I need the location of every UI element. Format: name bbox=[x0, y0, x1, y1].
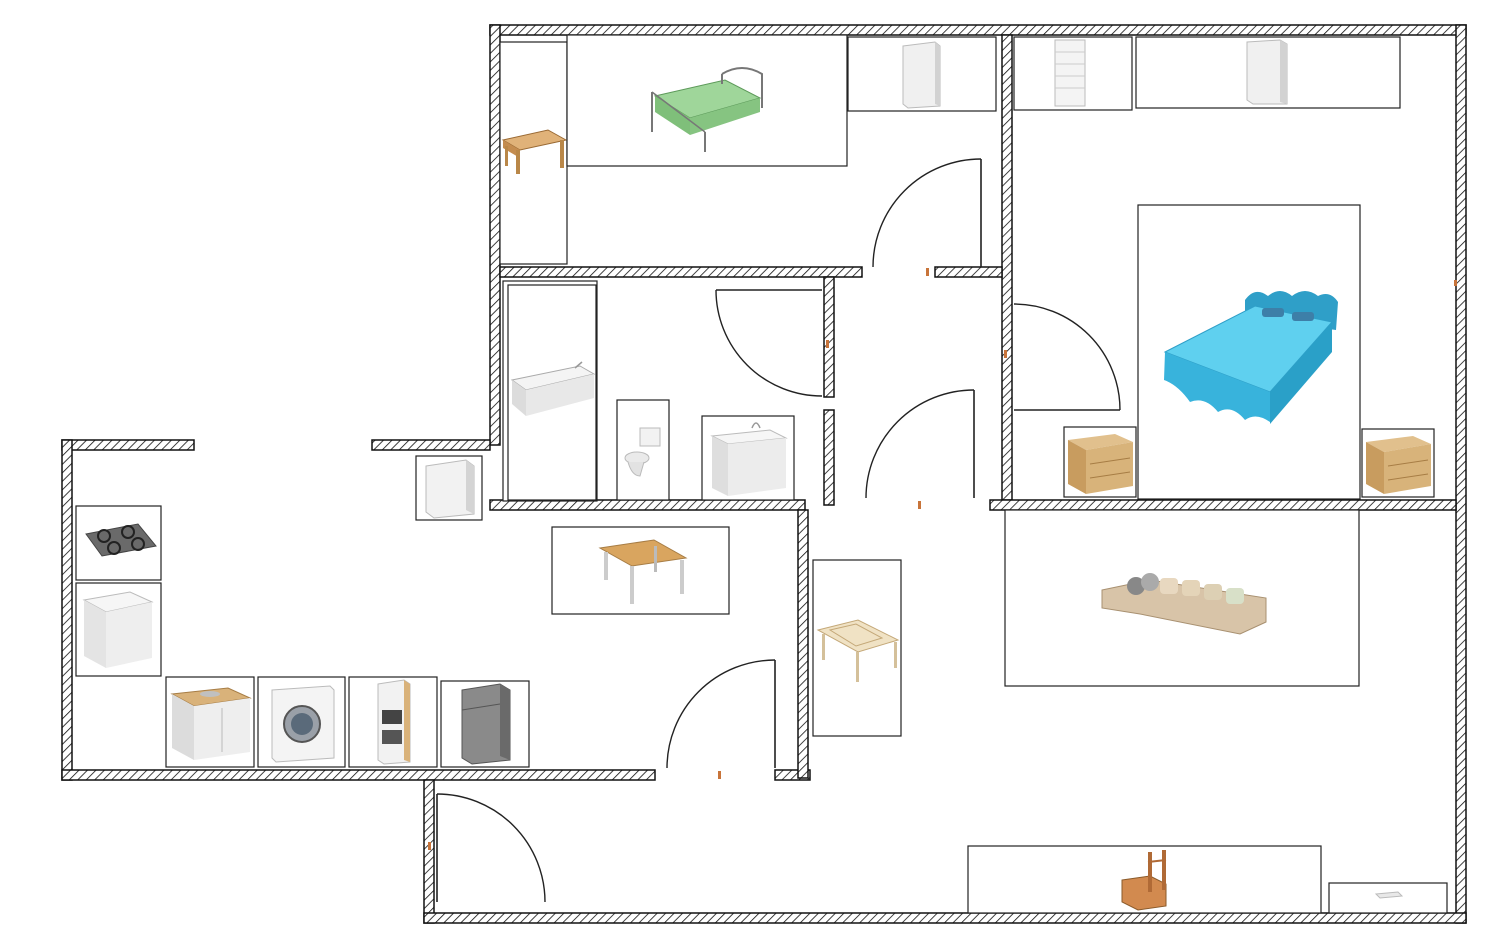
wall-master-bottom bbox=[989, 499, 1457, 511]
wall-bedroom-bottom-right bbox=[934, 266, 1003, 278]
door-handle bbox=[826, 340, 829, 348]
nightstand-icon bbox=[1068, 434, 1133, 494]
wall-kitchen-left bbox=[61, 439, 73, 781]
bedroom-master bbox=[1013, 36, 1435, 500]
wardrobe-icon bbox=[1246, 39, 1288, 105]
wall-bath-closet-upper bbox=[823, 276, 835, 398]
door-handle bbox=[1004, 350, 1007, 358]
shoe-rack-area bbox=[1328, 882, 1448, 914]
door-bathroom-swing bbox=[715, 289, 823, 397]
wall-kitchen-bottom bbox=[61, 769, 656, 781]
sink-cabinet-icon bbox=[170, 687, 252, 760]
door-handle bbox=[918, 501, 921, 509]
desk-area bbox=[499, 41, 568, 265]
bookshelf-icon bbox=[1054, 39, 1086, 107]
door-master-swing bbox=[1013, 303, 1121, 411]
wall-bottom bbox=[423, 912, 1467, 924]
wall-right bbox=[1455, 24, 1467, 924]
stove-top-icon bbox=[85, 523, 157, 557]
walls bbox=[61, 24, 1467, 924]
living-room bbox=[812, 509, 1448, 914]
wall-upper-left bbox=[489, 24, 501, 446]
wall-entrance-left bbox=[423, 779, 435, 924]
door-handle bbox=[428, 842, 431, 850]
wardrobe-icon bbox=[902, 41, 941, 109]
dishwasher-icon bbox=[82, 591, 154, 668]
wall-kitchen-bottom-right bbox=[774, 769, 811, 781]
toilet-icon bbox=[624, 427, 661, 477]
single-bed-icon bbox=[651, 67, 763, 152]
door-kitchen-swing bbox=[666, 659, 776, 769]
door-handle bbox=[718, 771, 721, 779]
fridge-icon bbox=[461, 683, 511, 765]
wall-kitchen-top-right bbox=[371, 439, 491, 451]
bathroom bbox=[502, 280, 795, 502]
kitchen bbox=[75, 455, 730, 768]
doors bbox=[428, 158, 1457, 903]
bedroom-small bbox=[499, 34, 997, 265]
corner-sofa-icon bbox=[1101, 573, 1267, 635]
double-bed-icon bbox=[1163, 291, 1338, 424]
wall-kitchen-right bbox=[797, 509, 809, 779]
wall-bath-closet-lower bbox=[823, 409, 835, 506]
dining-table-icon bbox=[598, 539, 688, 604]
toilet-area bbox=[616, 399, 670, 501]
window-marker bbox=[1454, 280, 1457, 286]
wall-kitchen-top-left bbox=[61, 439, 195, 451]
washing-machine-icon bbox=[271, 685, 335, 763]
door-handle bbox=[926, 268, 929, 276]
door-entrance-swing bbox=[436, 793, 546, 903]
nightstand-icon bbox=[1366, 436, 1431, 494]
door-closet-swing bbox=[865, 389, 975, 499]
oven-column-icon bbox=[377, 679, 411, 765]
door-bedroom-swing bbox=[872, 158, 982, 268]
wall-partition-vertical bbox=[1001, 34, 1013, 501]
desk-icon bbox=[501, 129, 568, 174]
dining-table-area bbox=[551, 526, 730, 615]
shoe-rack-icon bbox=[1374, 891, 1404, 899]
washbasin-icon bbox=[710, 422, 788, 496]
tv-stand-icon bbox=[1121, 850, 1167, 911]
coffee-table-icon bbox=[816, 619, 900, 682]
wall-bedroom-bottom bbox=[499, 266, 863, 278]
bathtub-icon bbox=[510, 361, 596, 416]
storage-cabinet-icon bbox=[425, 459, 475, 519]
wall-top bbox=[489, 24, 1467, 36]
